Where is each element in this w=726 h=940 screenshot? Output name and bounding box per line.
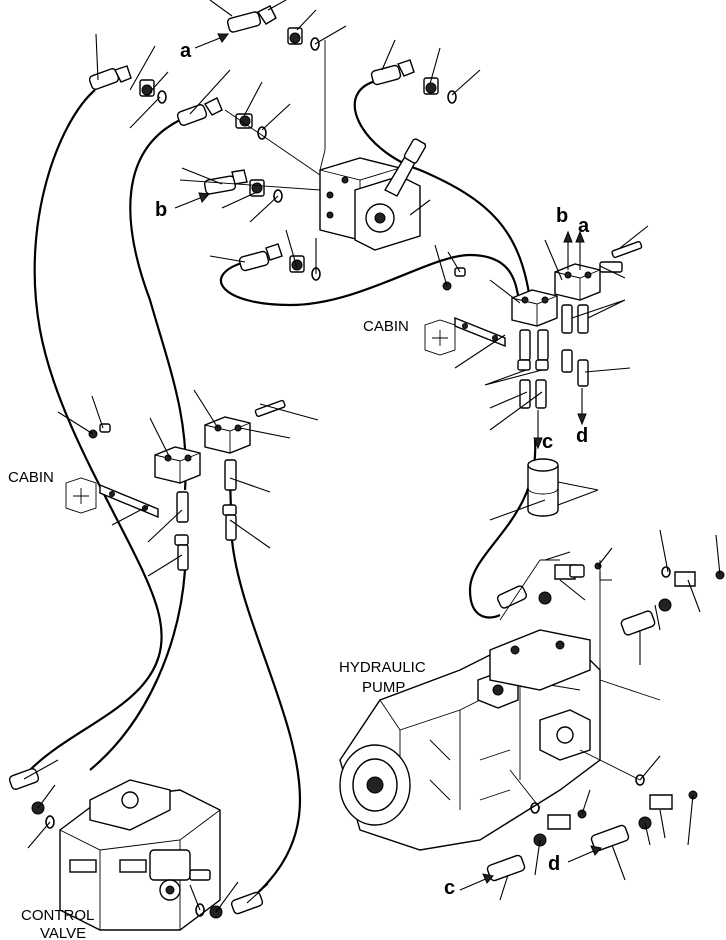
hose-upper-loop	[353, 78, 532, 301]
couplers-left	[174, 459, 237, 571]
hose-clamp	[527, 458, 559, 517]
cabin-plate-upper	[424, 316, 506, 356]
ppc-valve	[319, 138, 427, 251]
ref-c-right: c	[542, 431, 553, 453]
bolts-upper	[442, 267, 466, 291]
fittings-left-top	[88, 65, 167, 104]
label-cabin-upper: CABIN	[363, 318, 409, 335]
hose-left-inner-lower	[89, 569, 187, 771]
fittings-center-top	[176, 97, 267, 140]
couplers-right	[517, 304, 589, 409]
label-hydraulic-pump-1: HYDRAULIC	[339, 659, 426, 676]
hose-left-inner	[129, 119, 187, 491]
hose-left-outer	[29, 89, 163, 771]
bolts-left	[88, 423, 111, 439]
ref-b-left: b	[155, 199, 167, 221]
ref-d-right: d	[576, 425, 588, 447]
label-control-valve-2: VALVE	[40, 925, 86, 940]
pump-fittings-upper	[496, 562, 725, 636]
fittings-right-top	[370, 59, 457, 104]
leader-lines	[23, 0, 721, 913]
ref-a-top: a	[180, 40, 192, 62]
hose-center	[228, 479, 302, 906]
fittings-valve-lower	[238, 243, 321, 281]
reference-arrows	[174, 33, 602, 891]
control-valve	[59, 779, 221, 931]
hose-right-down	[468, 439, 537, 619]
ref-b-upper-right: b	[556, 205, 568, 227]
hydraulic-pump	[339, 629, 601, 851]
label-hydraulic-pump-2: PUMP	[362, 679, 405, 696]
ref-c-bottom: c	[444, 877, 455, 899]
label-cabin-lower: CABIN	[8, 469, 54, 486]
ref-d-bottom: d	[548, 853, 560, 875]
bracket-block-right-b	[511, 289, 558, 327]
fittings-top-a	[226, 5, 320, 51]
hose-cabin-loop	[219, 253, 520, 307]
bracket-block-right-a	[554, 240, 643, 301]
ref-a-upper-right: a	[578, 215, 590, 237]
label-control-valve-1: CONTROL	[21, 907, 94, 924]
bracket-block-left-lower	[154, 446, 201, 484]
